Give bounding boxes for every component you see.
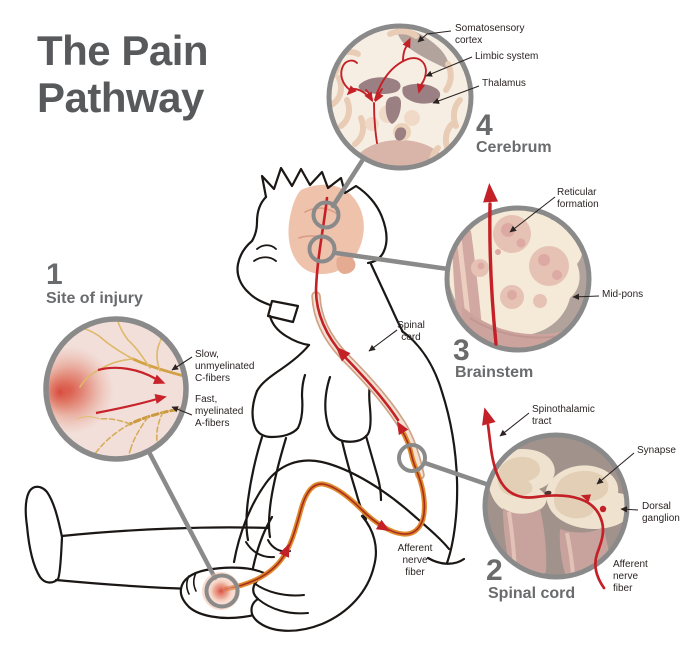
label-mid-pons: Mid-pons	[602, 289, 644, 300]
pons-mass	[447, 208, 583, 336]
direction-arrow	[346, 85, 357, 96]
cerebrum-inset-border	[326, 23, 474, 171]
pointer-line	[572, 293, 600, 300]
label-limbic-system: Limbic system	[475, 51, 539, 62]
hip-contour	[426, 556, 466, 565]
page-title: The Pain Pathway	[37, 27, 209, 122]
hand-far-fingers	[253, 582, 309, 615]
direction-arrow	[278, 543, 290, 558]
magnifier-circle-brainstem	[307, 234, 337, 264]
spinalcord-inset-border	[482, 432, 630, 580]
direction-arrow	[375, 519, 390, 531]
step-number-spinal: 2	[486, 554, 503, 587]
pointer-line	[596, 452, 635, 485]
magnifier-circle-cerebrum	[311, 200, 341, 230]
bent-leg-inner	[251, 515, 274, 570]
direction-arrow	[375, 91, 384, 103]
step-name-spinal: Spinal cord	[488, 585, 576, 602]
connector-lines	[146, 158, 492, 581]
chin-jaw	[268, 314, 311, 347]
injury-inset-border	[43, 316, 189, 462]
pointer-line	[509, 196, 556, 233]
direction-arrow	[335, 346, 351, 362]
label-slow-c-fibers: Slow, unmyelinated C-fibers	[195, 349, 255, 384]
label-spinal-cord-pointer: Spinal cord	[397, 320, 425, 343]
direction-arrow	[402, 37, 411, 49]
toe-lines	[185, 572, 197, 595]
face-profile	[236, 195, 272, 307]
pointer-line	[432, 85, 480, 104]
chest-line	[255, 343, 311, 393]
pointer-line	[499, 412, 530, 437]
pain-pathway-nerve	[223, 196, 427, 592]
pointer-line	[620, 506, 639, 513]
connector-line	[333, 250, 451, 272]
connector-line	[330, 158, 365, 209]
magnifier-circles	[307, 200, 427, 473]
spinalcord-inset	[482, 407, 630, 590]
pointer-line	[368, 329, 398, 352]
direction-arrow	[416, 83, 426, 94]
head-outline	[260, 166, 388, 265]
dorsal-ganglion-dot	[599, 505, 607, 513]
magnifier-circle-nerve	[397, 443, 427, 473]
ascending-signal	[488, 202, 498, 346]
label-thalamus: Thalamus	[482, 78, 526, 89]
label-spinothalamic-tract: Spinothalamic tract	[532, 404, 595, 427]
back-line	[400, 329, 459, 565]
cerebrum-inset	[326, 23, 474, 171]
label-fast-a-fibers: Fast, myelinated A-fibers	[195, 394, 244, 429]
spinal-cord-core	[314, 196, 400, 422]
spinothalamic-signal	[486, 423, 606, 590]
pons-blotches	[471, 215, 569, 309]
label-afferent-nerve-fiber-body: Afferent nerve fiber	[397, 543, 433, 578]
eye-closed	[253, 244, 277, 262]
step-number-injury: 1	[46, 258, 63, 291]
pointer-line	[171, 406, 193, 416]
sleeve-far	[324, 375, 372, 443]
step-name-injury: Site of injury	[46, 290, 143, 307]
label-synapse: Synapse	[637, 445, 676, 456]
pointer-line	[417, 30, 452, 43]
injury-inset	[43, 316, 189, 462]
label-somatosensory-cortex: Somatosensory cortex	[455, 23, 525, 46]
pointer-line	[171, 356, 193, 371]
pointer-line	[425, 56, 473, 77]
label-afferent-nerve-fiber-inset: Afferent nerve fiber	[613, 559, 648, 594]
brainstem-inset-border	[444, 205, 592, 353]
connector-line	[146, 449, 218, 581]
direction-arrow	[580, 494, 592, 503]
sleeve-near	[251, 373, 307, 439]
pointer-lines	[171, 30, 639, 513]
extended-foot	[24, 485, 64, 584]
forearm-near	[245, 435, 288, 542]
step-name-cerebrum: Cerebrum	[476, 139, 552, 156]
synapse-dot	[544, 490, 552, 496]
direction-arrow	[364, 91, 373, 103]
mouth	[266, 299, 300, 324]
direction-arrow	[482, 407, 496, 426]
bent-leg-outer	[232, 459, 451, 564]
neck-back	[369, 262, 405, 334]
brainstem-inset	[444, 183, 592, 353]
direction-arrow	[483, 183, 499, 203]
step-number-cerebrum: 4	[476, 109, 493, 142]
step-number-brainstem: 3	[453, 334, 470, 367]
step-name-brainstem: Brainstem	[455, 364, 534, 381]
magnifier-circle-injury	[204, 573, 240, 609]
direction-arrow	[396, 421, 409, 436]
foot-injury-spot	[202, 572, 240, 610]
fissure-shadow	[396, 26, 449, 69]
direction-arrow	[154, 394, 167, 404]
direction-arrow	[152, 374, 166, 384]
label-reticular-formation: Reticular formation	[557, 187, 599, 210]
connector-line	[422, 460, 492, 488]
label-dorsal-ganglion: Dorsal ganglion	[642, 501, 680, 524]
